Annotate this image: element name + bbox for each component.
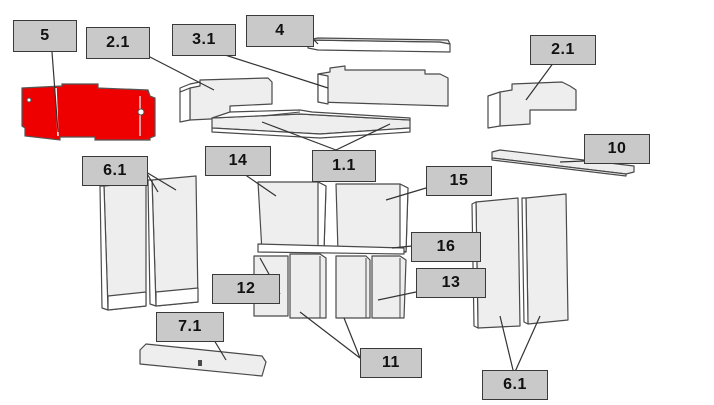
part-4[interactable] — [307, 37, 451, 53]
label-part-4: 4 — [246, 15, 314, 47]
label-part-7-1: 7.1 — [156, 312, 224, 342]
label-part-16: 16 — [411, 232, 481, 262]
part-16[interactable] — [257, 243, 405, 255]
label-part-1-1: 1.1 — [312, 150, 376, 182]
part-2-1-right[interactable] — [487, 81, 577, 129]
part-14[interactable] — [257, 181, 327, 253]
label-part-2-1-right: 2.1 — [530, 35, 596, 65]
label-part-13: 13 — [416, 268, 486, 298]
part-6-1-left[interactable] — [99, 175, 199, 311]
label-part-11: 11 — [360, 348, 422, 378]
label-part-5: 5 — [13, 20, 77, 52]
label-part-3-1: 3.1 — [172, 24, 236, 56]
part-3-1[interactable] — [317, 65, 449, 107]
part-7-1[interactable] — [139, 343, 267, 377]
label-part-6-1-right: 6.1 — [482, 370, 548, 400]
part-1-1[interactable] — [211, 109, 411, 139]
label-part-2-1-left: 2.1 — [86, 27, 150, 59]
leader-lines — [51, 37, 609, 375]
part-6-1-right[interactable] — [471, 193, 569, 329]
label-part-12: 12 — [212, 274, 280, 304]
label-part-10: 10 — [584, 134, 650, 164]
part-5-highlighted[interactable] — [21, 83, 156, 141]
label-part-15: 15 — [426, 166, 492, 196]
part-15[interactable] — [335, 183, 409, 253]
label-part-6-1-left: 6.1 — [82, 156, 148, 186]
label-part-14: 14 — [205, 146, 271, 176]
